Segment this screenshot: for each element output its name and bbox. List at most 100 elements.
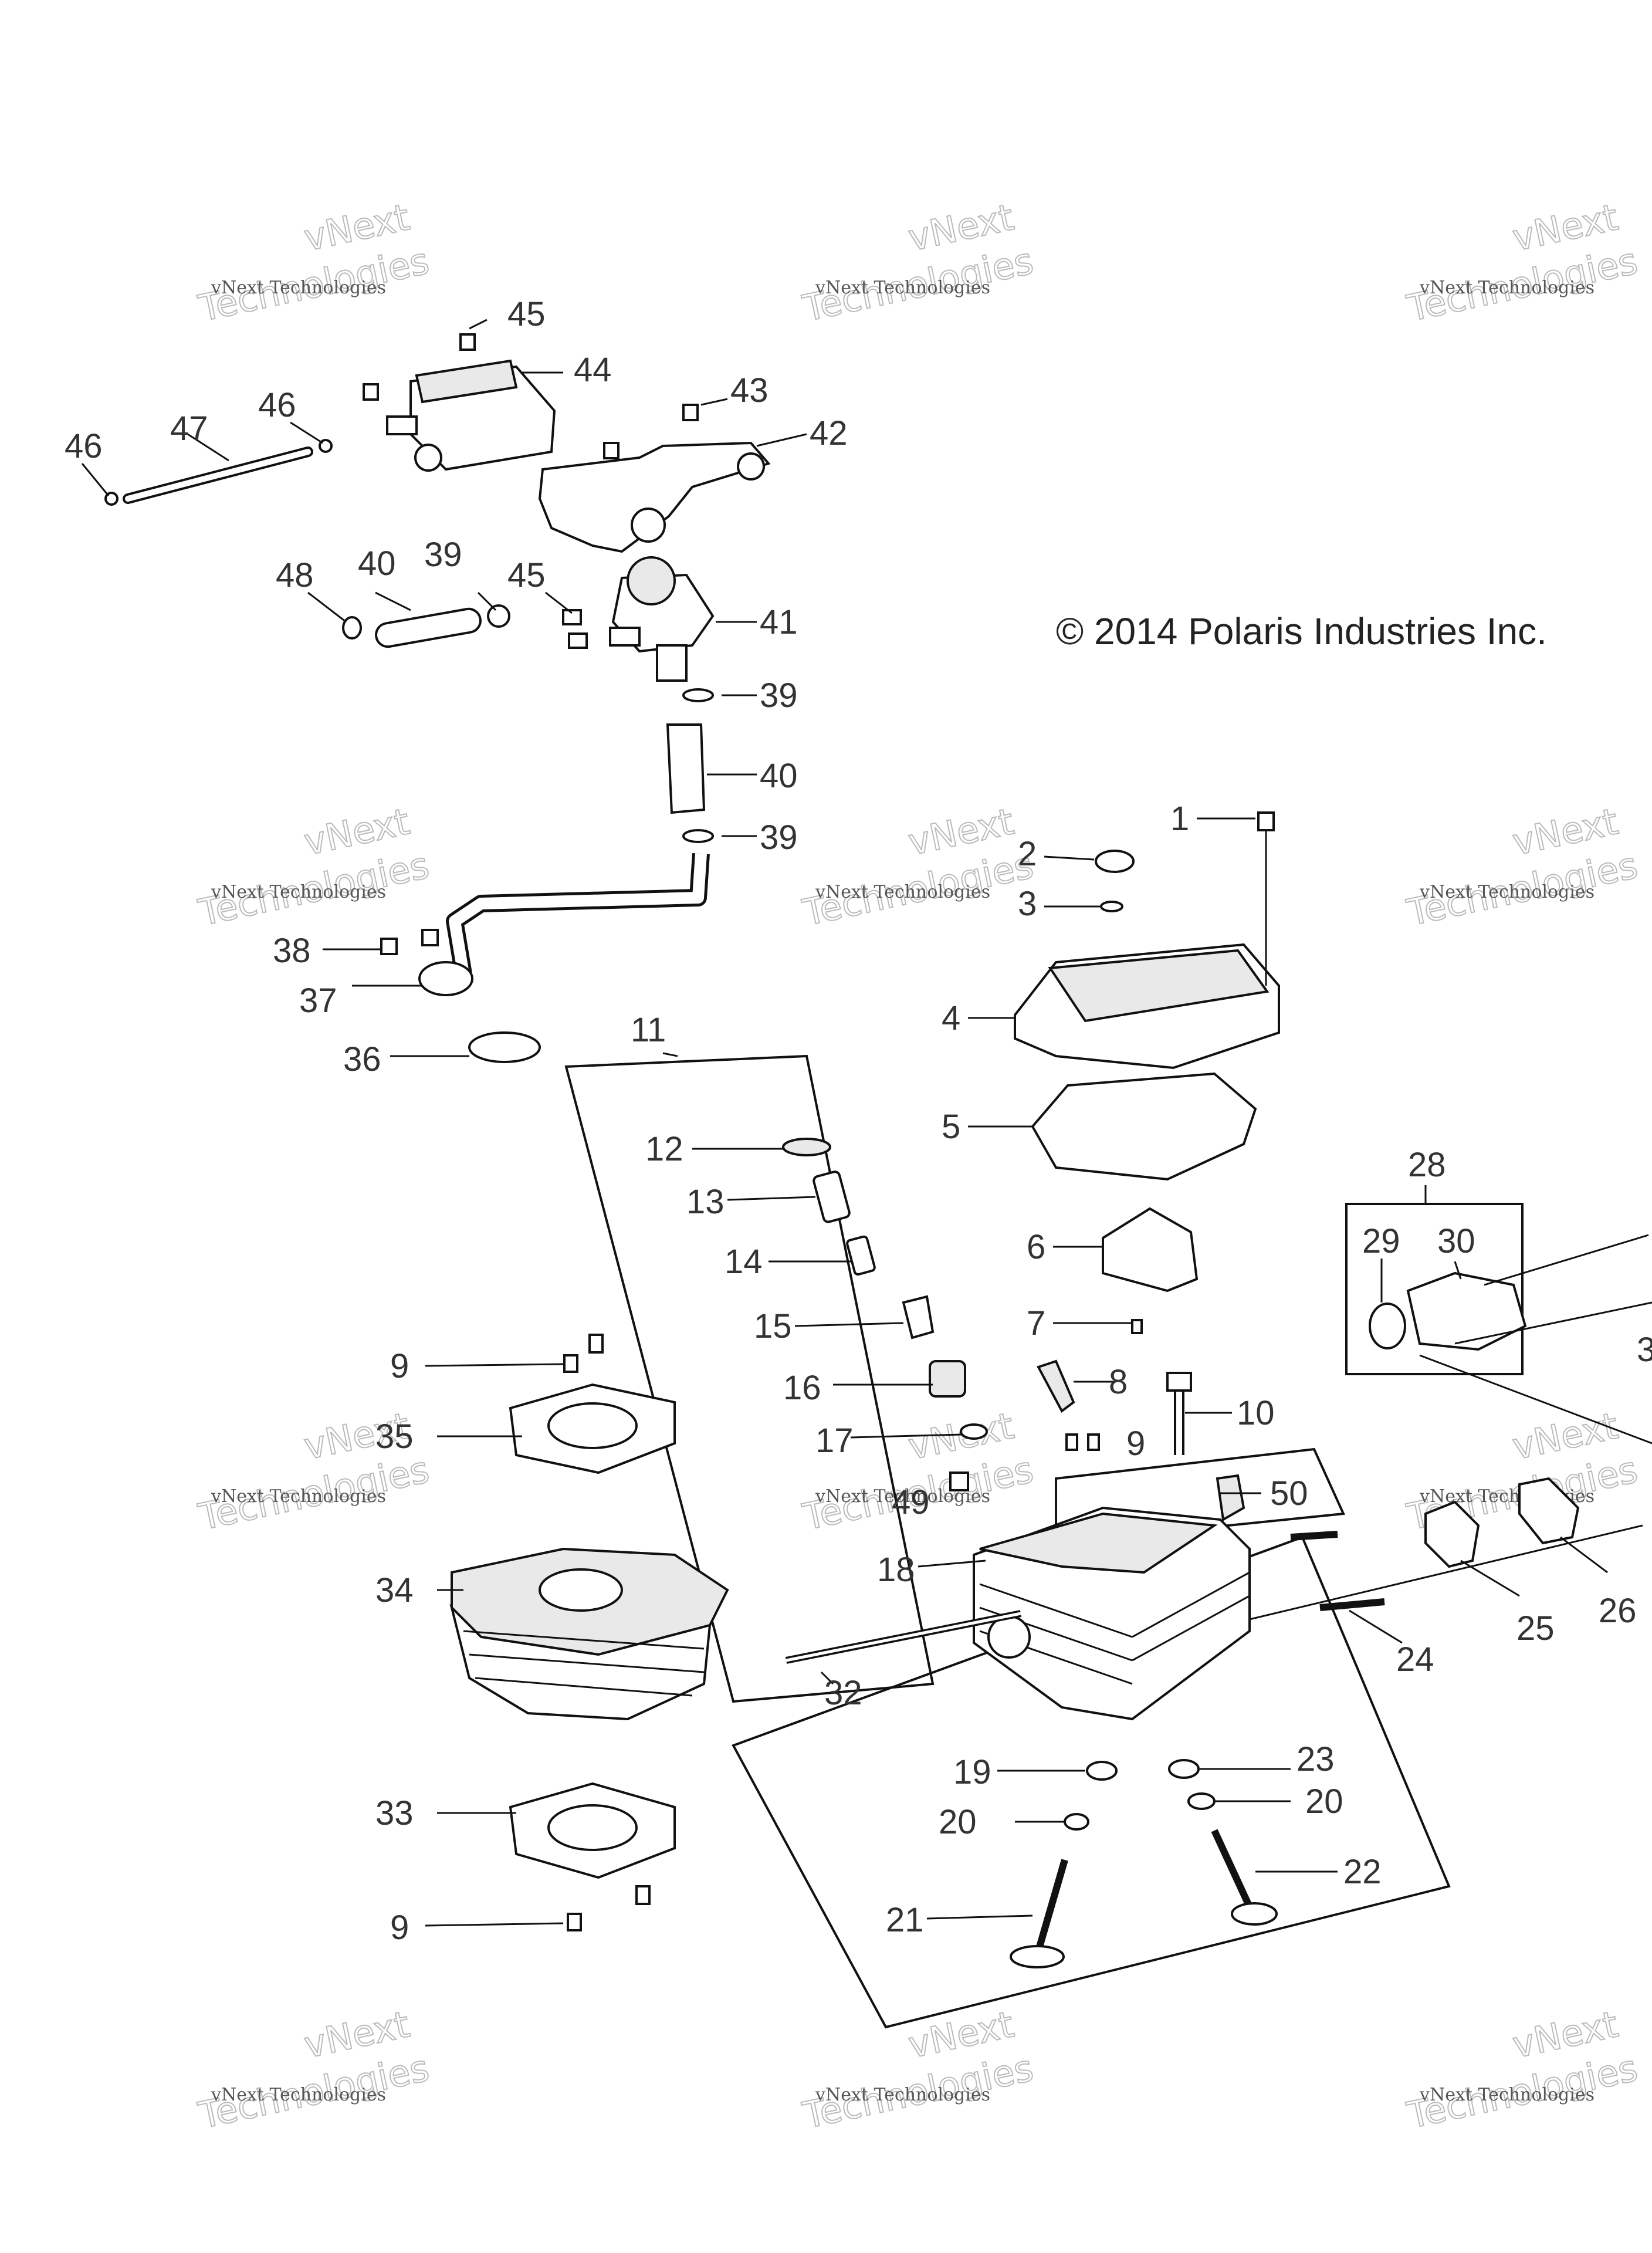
ring-20-right [1187, 1792, 1216, 1810]
oring-3 [1100, 901, 1123, 912]
bracket-42 [538, 441, 771, 553]
callout-9-head: 9 [1126, 1425, 1145, 1463]
callout-13: 13 [686, 1183, 725, 1221]
callout-19: 19 [953, 1753, 991, 1791]
callout-33: 33 [375, 1794, 414, 1832]
valve-22 [1231, 1902, 1278, 1926]
callout-26: 26 [1599, 1592, 1637, 1630]
callout-18: 18 [877, 1551, 915, 1589]
callout-16: 16 [783, 1369, 821, 1407]
gasket-26 [1518, 1477, 1580, 1545]
svg-text:vNext Technologies: vNext Technologies [1419, 882, 1595, 902]
washer-17 [960, 1423, 988, 1440]
callout-10: 10 [1237, 1394, 1275, 1432]
callout-17: 17 [815, 1422, 854, 1460]
copyright-text: © 2014 Polaris Industries Inc. [1056, 610, 1547, 652]
callout-45-b: 45 [507, 556, 546, 594]
callout-22: 22 [1343, 1853, 1382, 1891]
callout-12: 12 [645, 1130, 683, 1168]
callout-23: 23 [1296, 1740, 1335, 1778]
watermark: vNext Technologies vNext Technologies [1403, 195, 1642, 330]
callout-34: 34 [375, 1571, 414, 1609]
callout-21: 21 [886, 1901, 924, 1939]
callout-36: 36 [343, 1040, 381, 1078]
fitting-50 [1216, 1474, 1245, 1522]
watermark: vNext Technologies vNext Technologies [1403, 799, 1642, 935]
svg-text:vNext Technologies: vNext Technologies [1419, 2085, 1595, 2105]
callout-24: 24 [1396, 1640, 1434, 1679]
svg-text:vNext Technologies: vNext Technologies [815, 882, 990, 902]
valve-cover-4 [1014, 943, 1280, 1070]
spring-14 [846, 1235, 876, 1276]
valve-group-box [564, 1054, 935, 1703]
callout-41: 41 [760, 603, 798, 641]
cover-gasket-5 [1031, 1072, 1257, 1181]
callout-40-a: 40 [358, 544, 396, 583]
leader-lines [81, 319, 1608, 1927]
callout-9-lower: 9 [390, 1909, 409, 1947]
watermark: vNext Technologies vNext Technologies [1403, 2002, 1642, 2137]
callout-37: 37 [299, 982, 337, 1020]
callout-8: 8 [1109, 1363, 1128, 1401]
callout-39-a: 39 [760, 676, 798, 715]
callout-39-c: 39 [424, 536, 462, 574]
ring-20-left [1064, 1813, 1089, 1831]
svg-text:vNext Technologies: vNext Technologies [815, 2085, 990, 2105]
plate-6 [1102, 1207, 1199, 1293]
seal-15 [902, 1295, 935, 1339]
callout-1: 1 [1170, 800, 1189, 838]
callout-48: 48 [276, 556, 314, 594]
callout-44: 44 [574, 351, 612, 389]
svg-text:vNext Technologies: vNext Technologies [211, 278, 386, 298]
callout-32: 32 [824, 1674, 862, 1712]
tube-37 [446, 853, 710, 976]
svg-text:vNext Technologies: vNext Technologies [211, 882, 386, 902]
callout-2: 2 [1018, 835, 1037, 873]
callout-47: 47 [170, 410, 208, 448]
watermark: vNext Technologies vNext Technologies [798, 799, 1038, 935]
watermark: vNext Technologies vNext Technologies [194, 195, 434, 330]
valve-41 [609, 556, 715, 682]
valve-21 [1010, 1945, 1065, 1968]
callout-42: 42 [810, 414, 848, 452]
retainer-12 [782, 1138, 831, 1156]
watermark: vNext Technologies vNext Technologies [194, 2002, 434, 2137]
callout-45-a: 45 [507, 295, 546, 333]
callout-25: 25 [1516, 1609, 1555, 1648]
canister-44 [386, 359, 556, 472]
callout-46-b: 46 [65, 427, 103, 465]
gasket-25 [1424, 1500, 1480, 1568]
callout-31-partial: 3 [1637, 1331, 1652, 1369]
callout-20-right: 20 [1305, 1782, 1343, 1821]
callout-14: 14 [725, 1243, 763, 1281]
callout-46-a: 46 [258, 386, 296, 424]
head-box-outline [1055, 1447, 1345, 1545]
watermark: vNext Technologies vNext Technologies [798, 195, 1038, 330]
seal-19 [1086, 1761, 1118, 1781]
callout-5: 5 [942, 1108, 960, 1146]
parts [104, 333, 1652, 1968]
callout-38: 38 [273, 932, 311, 970]
seal-23 [1168, 1759, 1200, 1779]
callout-28: 28 [1408, 1146, 1446, 1184]
callout-40-b: 40 [760, 757, 798, 795]
oring-29 [1369, 1303, 1406, 1349]
callout-49: 49 [892, 1483, 930, 1521]
callout-11: 11 [631, 1011, 666, 1049]
hose-40-vertical [666, 723, 706, 814]
spark-plug-8 [1037, 1359, 1075, 1413]
callout-29: 29 [1362, 1222, 1400, 1260]
callout-4: 4 [942, 999, 960, 1037]
callout-20-left: 20 [939, 1803, 977, 1841]
svg-text:vNext Technologies: vNext Technologies [211, 2085, 386, 2105]
watermark: vNext Technologies vNext Technologies [194, 799, 434, 935]
svg-text:vNext Technologies: vNext Technologies [815, 278, 990, 298]
gasket-36 [468, 1031, 541, 1063]
cap-2 [1095, 850, 1135, 873]
manifold-30 [1406, 1271, 1527, 1351]
watermark: vNext Technologies vNext Technologies [798, 2002, 1038, 2137]
callout-7: 7 [1027, 1304, 1045, 1342]
callout-50: 50 [1270, 1474, 1308, 1513]
callout-30: 30 [1437, 1222, 1475, 1260]
